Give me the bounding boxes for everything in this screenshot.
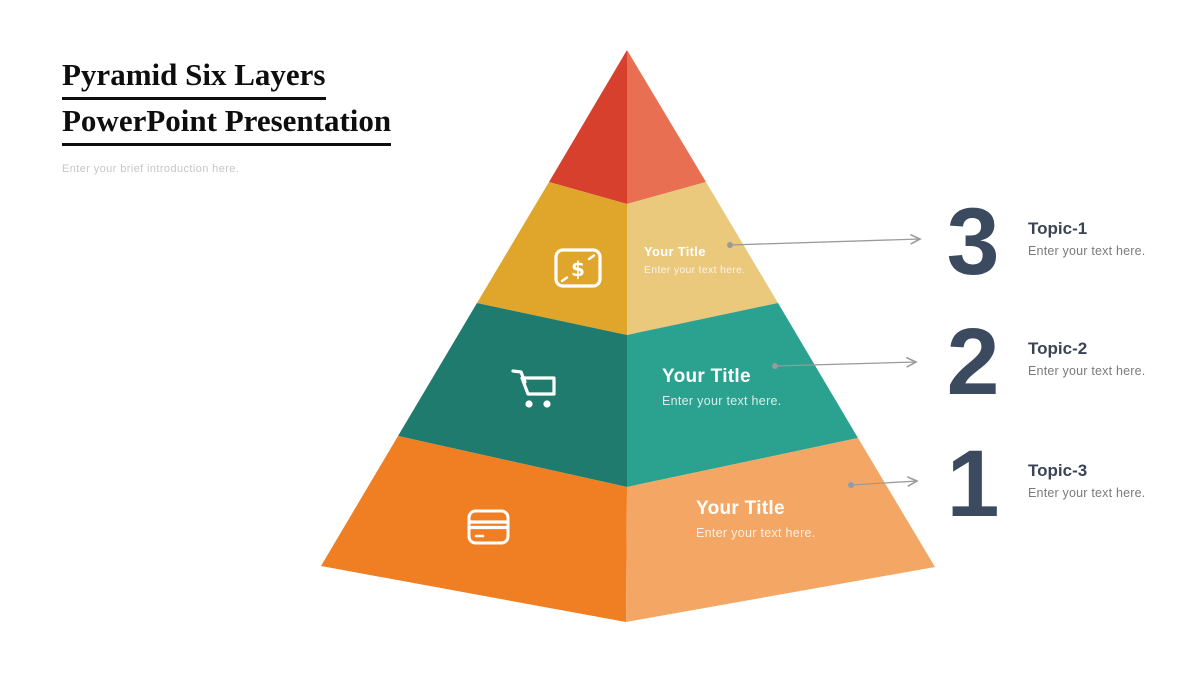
title-line-2: PowerPoint Presentation — [62, 100, 392, 146]
topic-3-number: 1 — [946, 431, 1000, 537]
credit-card-icon — [467, 509, 510, 545]
topic-3-subtitle: Enter your text here. — [1028, 486, 1146, 500]
intro-placeholder: Enter your brief introduction here. — [62, 163, 240, 175]
layer-bottom-title: Your Title — [696, 498, 785, 519]
topic-row-3: 1 Topic-3 Enter your text here. — [936, 431, 1146, 537]
topic-2-number: 2 — [946, 309, 1000, 415]
pyramid-layer-top-right-face — [627, 182, 778, 335]
pyramid-peak-right-face — [627, 50, 706, 204]
pyramid-peak-left-face — [549, 50, 627, 204]
topic-1-subtitle: Enter your text here. — [1028, 244, 1146, 258]
pyramid-layer-middle-left-face — [398, 303, 627, 487]
layer-top-title: Your Title — [644, 244, 706, 259]
shopping-cart-icon — [511, 369, 556, 408]
banknote-dollar-icon: $ — [554, 248, 602, 288]
pyramid-layer-top-left-face — [477, 182, 627, 335]
topic-3-title: Topic-3 — [1028, 461, 1088, 480]
connector-topic-2 — [772, 356, 918, 369]
layer-middle-text: Your Title Enter your text here. — [662, 366, 782, 408]
svg-text:$: $ — [571, 257, 585, 281]
layer-bottom-text: Your Title Enter your text here. — [696, 498, 816, 540]
layer-top-subtitle: Enter your text here. — [644, 264, 746, 276]
title-line-1: Pyramid Six Layers — [62, 54, 326, 100]
topic-2-title: Topic-2 — [1028, 339, 1088, 358]
page-title: Pyramid Six Layers PowerPoint Presentati… — [62, 54, 392, 146]
topic-1-title: Topic-1 — [1028, 219, 1088, 238]
connector-topic-1 — [727, 233, 922, 248]
topic-row-2: 2 Topic-2 Enter your text here. — [936, 309, 1146, 415]
topic-2-subtitle: Enter your text here. — [1028, 364, 1146, 378]
layer-bottom-subtitle: Enter your text here. — [696, 526, 816, 540]
topic-row-1: 3 Topic-1 Enter your text here. — [936, 189, 1146, 295]
connector-topic-3 — [848, 476, 919, 488]
topic-1-number: 3 — [946, 189, 1000, 295]
layer-top-text: Your Title Enter your text here. — [644, 244, 745, 276]
layer-middle-subtitle: Enter your text here. — [662, 394, 782, 408]
layer-middle-title: Your Title — [662, 366, 751, 387]
pyramid-layer-middle-right-face — [627, 303, 858, 487]
